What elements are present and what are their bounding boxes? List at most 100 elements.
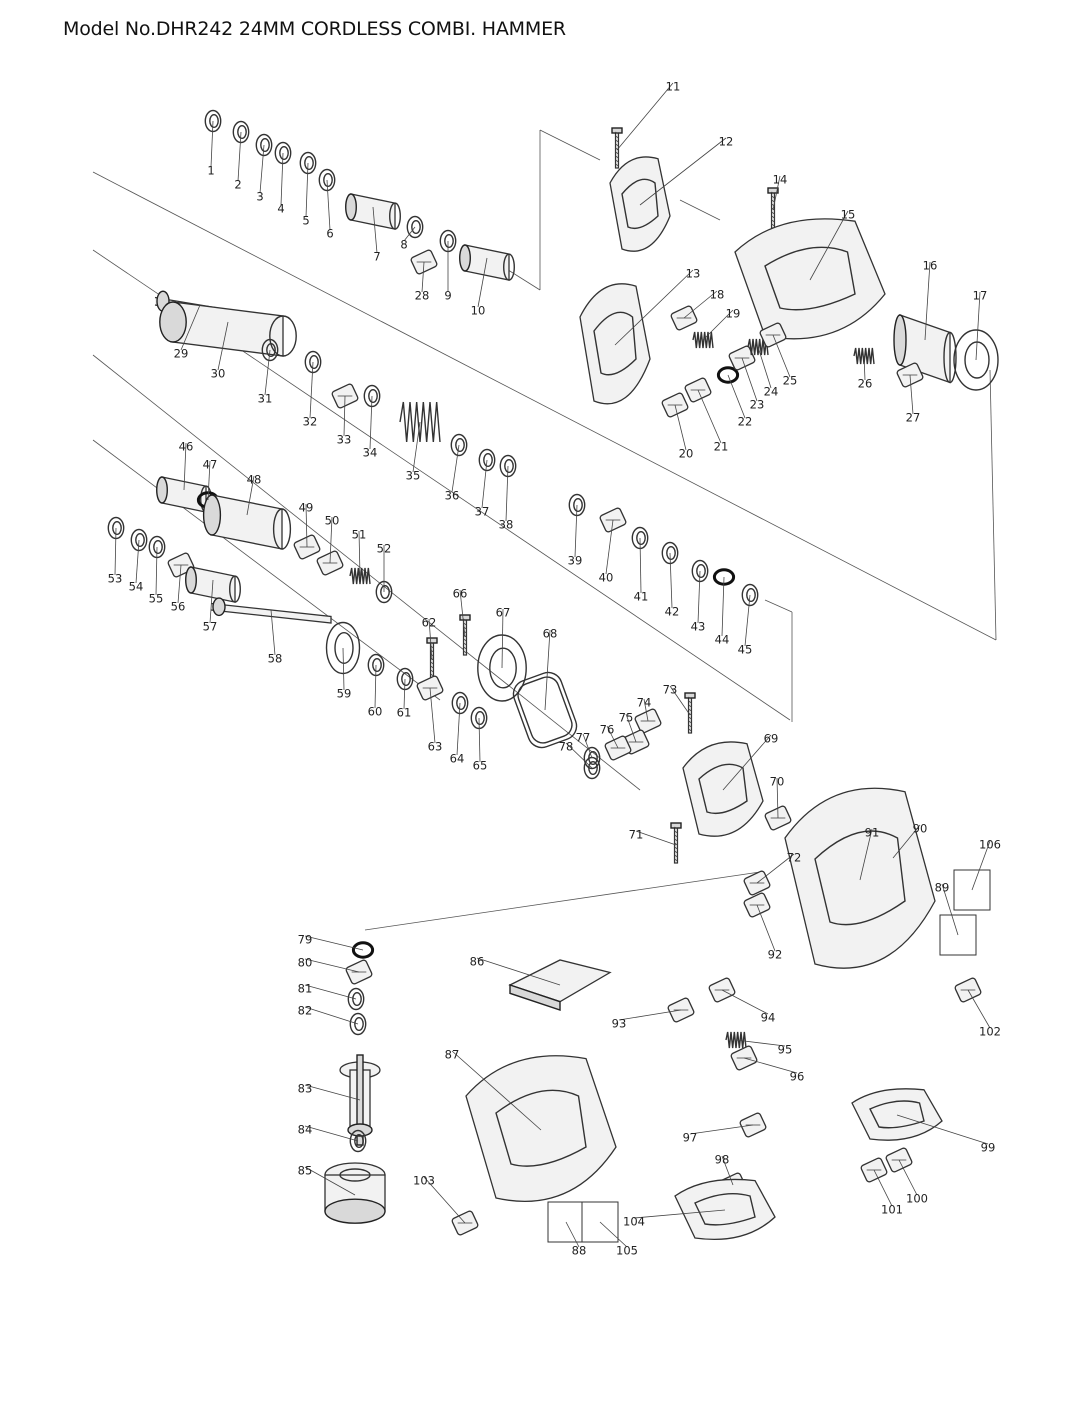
part-number-52: 52 (377, 542, 392, 556)
part-number-9: 9 (444, 289, 451, 303)
leader-line-23 (741, 357, 758, 402)
part-19 (692, 331, 714, 349)
part-number-102: 102 (979, 1025, 1001, 1039)
leader-line-56 (177, 564, 182, 604)
part-number-95: 95 (778, 1043, 793, 1057)
part-number-37: 37 (475, 505, 490, 519)
leader-line-92 (756, 904, 776, 952)
part-71 (670, 822, 682, 864)
leader-line-103 (423, 1176, 466, 1224)
leader-line-32 (309, 361, 314, 419)
part-number-35: 35 (406, 469, 421, 483)
leader-line-12 (639, 137, 727, 206)
leader-line-58 (270, 609, 276, 656)
leader-line-98 (721, 1155, 734, 1186)
part-number-69: 69 (764, 732, 779, 746)
leader-line-55 (155, 546, 158, 596)
part-1 (204, 109, 222, 133)
part-number-8: 8 (400, 238, 407, 252)
part-number-11: 11 (666, 80, 681, 94)
part-number-16: 16 (923, 259, 938, 273)
part-79 (351, 941, 375, 959)
leader-line-27 (909, 374, 914, 415)
leader-line-89 (941, 883, 959, 936)
leader-line-37 (481, 459, 488, 509)
leader-line-44 (721, 576, 725, 637)
leader-line-31 (264, 349, 271, 396)
part-number-18: 18 (710, 288, 725, 302)
leader-line-67 (501, 608, 504, 669)
leader-line-46 (183, 442, 187, 491)
part-number-77: 77 (576, 731, 591, 745)
part-82 (349, 1012, 367, 1036)
leader-line-102 (967, 989, 991, 1029)
part-number-63: 63 (428, 740, 443, 754)
part-number-67: 67 (496, 606, 511, 620)
part-number-73: 73 (663, 683, 678, 697)
leader-line-95 (735, 1039, 786, 1047)
leader-line-60 (374, 664, 377, 709)
part-number-96: 96 (790, 1070, 805, 1084)
part-number-74: 74 (637, 696, 652, 710)
leader-line-2 (237, 131, 242, 182)
part-number-87: 87 (445, 1048, 460, 1062)
part-number-82: 82 (298, 1004, 313, 1018)
part-number-25: 25 (783, 374, 798, 388)
leader-line-40 (605, 519, 614, 575)
part-86 (508, 959, 612, 1011)
part-number-13: 13 (686, 267, 701, 281)
leader-line-79 (304, 935, 364, 951)
leader-line-4 (280, 152, 284, 206)
leader-line-18 (683, 290, 718, 319)
part-8 (406, 215, 424, 239)
leader-line-83 (304, 1084, 361, 1101)
part-24 (747, 338, 769, 356)
part-number-103: 103 (413, 1174, 435, 1188)
part-104 (674, 1178, 776, 1241)
leader-line-75 (625, 713, 637, 743)
leader-line-17 (975, 291, 981, 361)
part-number-24: 24 (764, 385, 779, 399)
leader-line-59 (342, 647, 345, 691)
part-number-6: 6 (326, 227, 333, 241)
part-number-32: 32 (303, 415, 318, 429)
leader-line-84 (304, 1125, 359, 1142)
part-number-83: 83 (298, 1082, 313, 1096)
part-number-81: 81 (298, 982, 313, 996)
part-number-23: 23 (750, 398, 765, 412)
part-number-15: 15 (841, 208, 856, 222)
part-number-60: 60 (368, 705, 383, 719)
part-91 (784, 787, 936, 969)
leader-line-86 (476, 957, 561, 986)
part-2 (232, 120, 250, 144)
part-number-10: 10 (471, 304, 486, 318)
part-13 (579, 283, 651, 405)
leader-line-81 (304, 984, 357, 1000)
part-number-57: 57 (203, 620, 218, 634)
part-12 (609, 156, 671, 252)
part-64 (451, 691, 469, 715)
part-43 (691, 559, 709, 583)
part-number-56: 56 (171, 600, 186, 614)
part-number-64: 64 (450, 752, 465, 766)
leader-line-1 (210, 120, 214, 168)
leader-line-76 (606, 725, 619, 749)
part-number-80: 80 (298, 956, 313, 970)
part-59 (325, 621, 361, 675)
leader-line-47 (207, 460, 211, 501)
leader-line-35 (412, 421, 421, 473)
part-number-101: 101 (881, 1203, 903, 1217)
parts-layer (107, 109, 999, 1243)
part-number-62: 62 (422, 616, 437, 630)
part-number-78: 78 (559, 740, 574, 754)
leader-line-39 (574, 504, 578, 558)
leader-line-25 (772, 334, 791, 378)
part-number-22: 22 (738, 415, 753, 429)
leader-line-45 (744, 594, 751, 647)
part-number-36: 36 (445, 489, 460, 503)
leader-line-50 (329, 516, 333, 564)
leader-line-8 (403, 226, 416, 242)
part-35 (399, 401, 441, 443)
leader-line-97 (689, 1124, 754, 1135)
part-number-2: 2 (234, 178, 241, 192)
